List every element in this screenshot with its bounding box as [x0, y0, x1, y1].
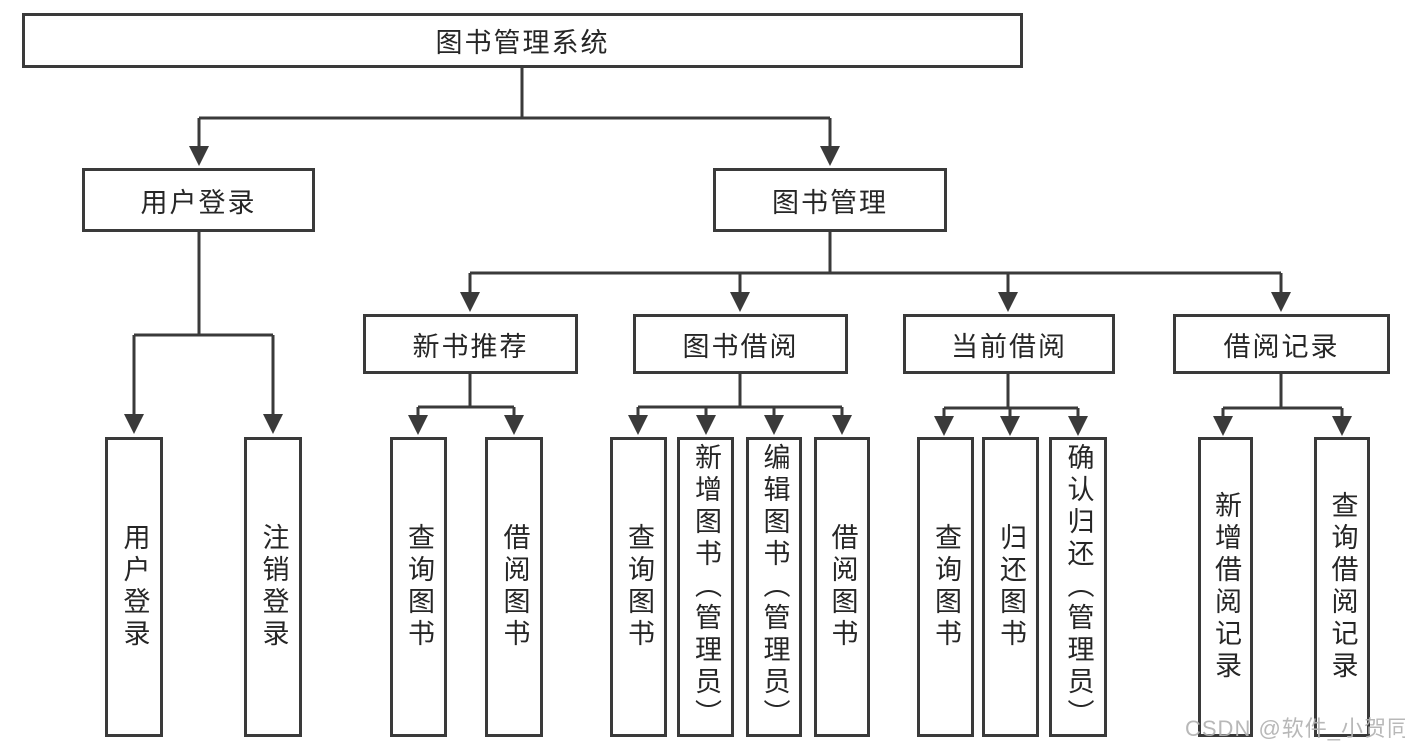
node-book-management: 图书管理: [713, 168, 947, 232]
node-leaf-logout: 注销登录: [244, 437, 302, 737]
node-book-borrow-label: 图书借阅: [682, 331, 799, 362]
node-leaf-bb-edit-book-admin: 编辑图书（管理员）: [746, 437, 802, 737]
node-leaf-br-add-record: 新增借阅记录: [1198, 437, 1253, 737]
node-leaf-cb-query-books-label: 查询图书: [931, 523, 961, 651]
node-borrow-records: 借阅记录: [1173, 314, 1390, 374]
node-new-book-recommend-label: 新书推荐: [412, 331, 529, 362]
node-leaf-br-query-record-label: 查询借阅记录: [1327, 491, 1358, 683]
node-leaf-br-add-record-label: 新增借阅记录: [1211, 491, 1241, 683]
node-leaf-nb-borrow-books-label: 借阅图书: [499, 523, 530, 651]
node-book-borrow: 图书借阅: [633, 314, 848, 374]
node-new-book-recommend: 新书推荐: [363, 314, 578, 374]
node-leaf-bb-edit-book-admin-label: 编辑图书（管理员）: [759, 443, 790, 731]
node-current-borrow-label: 当前借阅: [951, 331, 1067, 362]
node-user-login: 用户登录: [82, 168, 315, 232]
node-leaf-user-login-label: 用户登录: [119, 523, 150, 651]
node-leaf-logout-label: 注销登录: [258, 523, 289, 651]
node-leaf-cb-confirm-return-admin: 确认归还（管理员）: [1049, 437, 1107, 737]
node-leaf-cb-return-books-label: 归还图书: [996, 523, 1026, 651]
csdn-watermark: CSDN @软件_小贺同学: [1185, 716, 1405, 741]
node-leaf-nb-query-books-label: 查询图书: [404, 523, 434, 651]
node-borrow-records-label: 借阅记录: [1223, 331, 1340, 362]
node-leaf-bb-query-books: 查询图书: [610, 437, 667, 737]
node-leaf-bb-borrow-books: 借阅图书: [814, 437, 870, 737]
node-leaf-nb-borrow-books: 借阅图书: [485, 437, 543, 737]
node-root-label: 图书管理系统: [435, 28, 610, 58]
node-book-management-label: 图书管理: [772, 187, 888, 218]
node-leaf-bb-borrow-books-label: 借阅图书: [827, 523, 858, 651]
node-leaf-nb-query-books: 查询图书: [390, 437, 447, 737]
node-leaf-bb-add-book-admin: 新增图书（管理员）: [677, 437, 734, 737]
node-leaf-user-login: 用户登录: [105, 437, 163, 737]
node-leaf-cb-query-books: 查询图书: [917, 437, 974, 737]
node-leaf-bb-add-book-admin-label: 新增图书（管理员）: [691, 443, 721, 731]
node-leaf-bb-query-books-label: 查询图书: [624, 523, 654, 651]
node-leaf-cb-return-books: 归还图书: [982, 437, 1039, 737]
node-user-login-label: 用户登录: [140, 187, 257, 218]
node-leaf-br-query-record: 查询借阅记录: [1314, 437, 1370, 737]
node-root: 图书管理系统: [22, 13, 1023, 68]
node-leaf-cb-confirm-return-admin-label: 确认归还（管理员）: [1063, 443, 1094, 731]
node-current-borrow: 当前借阅: [903, 314, 1115, 374]
